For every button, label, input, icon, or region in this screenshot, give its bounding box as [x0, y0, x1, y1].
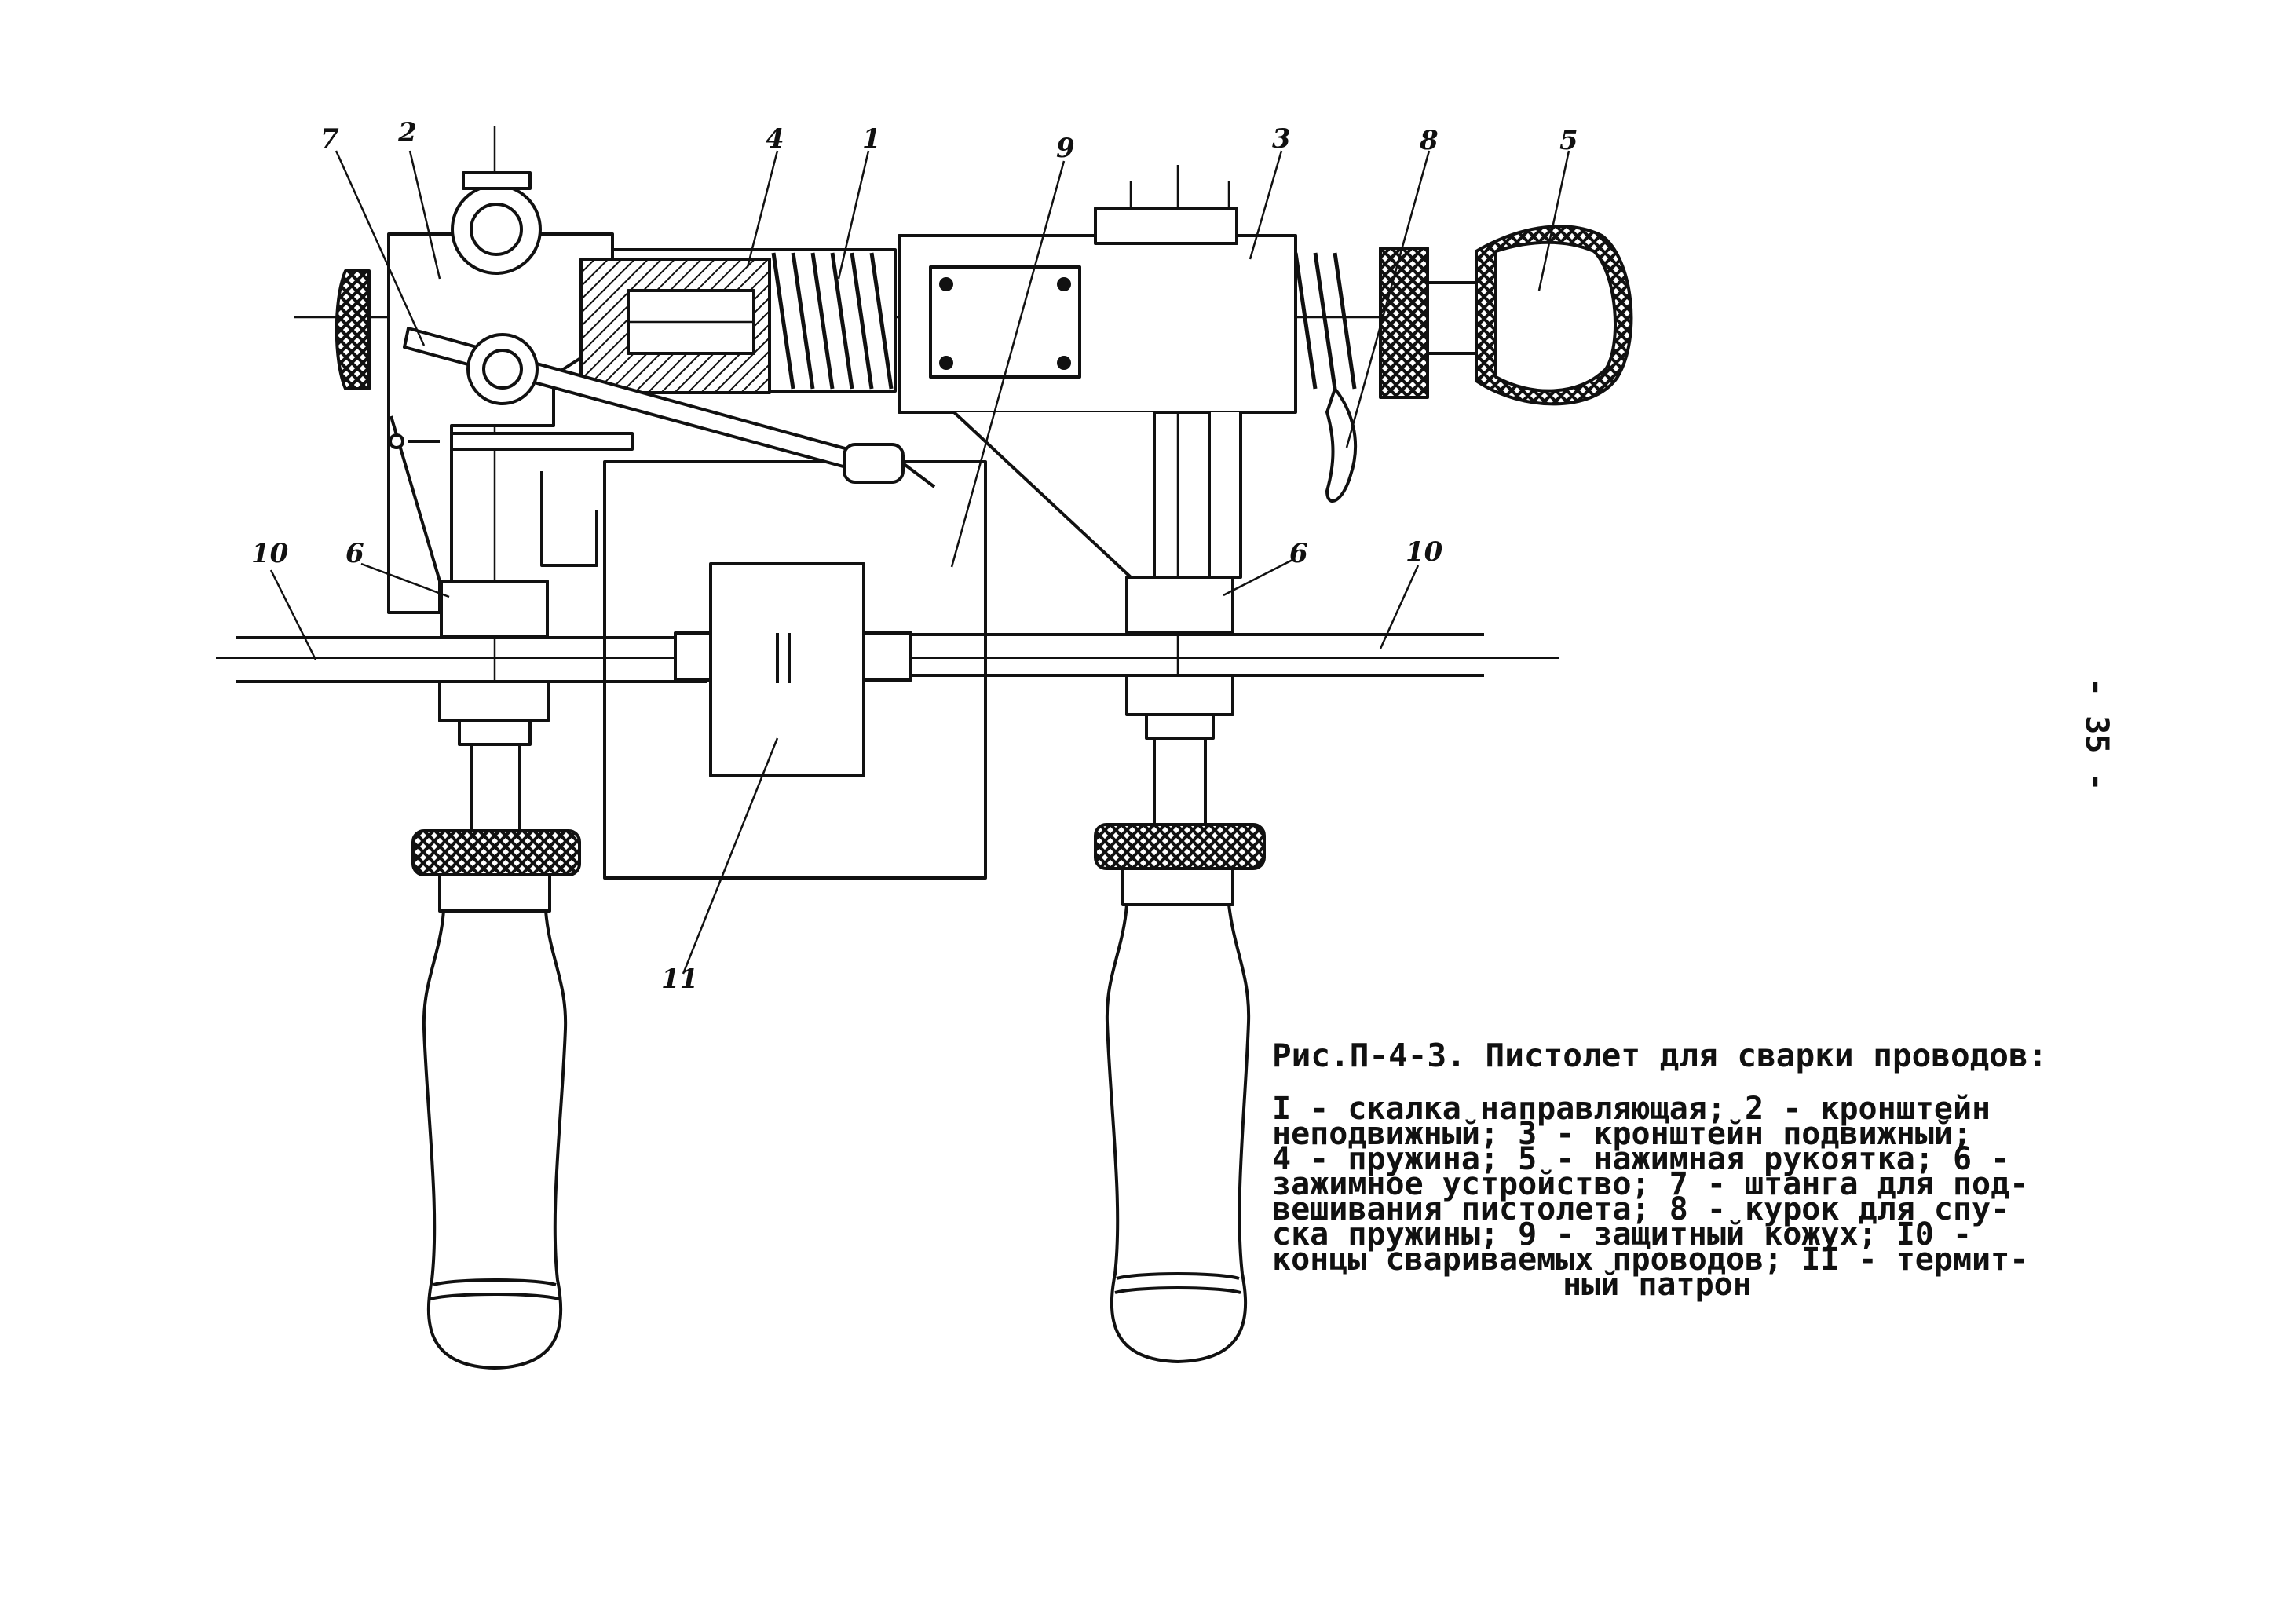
trigger — [1325, 247, 1429, 503]
caption-line: вешивания пистолета; 8 - курок для спу- — [1272, 1191, 2010, 1227]
callout-2: 2 — [397, 117, 417, 148]
leader-lines — [269, 150, 1570, 975]
left-clamp-and-handle — [411, 580, 581, 1370]
callout-10-left: 10 — [251, 538, 289, 569]
caption-line: зажимное устройство; 7 - штанга для под- — [1272, 1166, 2029, 1202]
callout-7: 7 — [320, 123, 339, 155]
pressing-knob — [1426, 225, 1633, 406]
right-clamp-and-handle — [1094, 576, 1266, 1363]
spring — [771, 252, 1357, 390]
left-end-cap — [335, 269, 371, 390]
callout-8: 8 — [1419, 125, 1439, 156]
callout-4: 4 — [766, 123, 784, 155]
caption-line: неподвижный; 3 - кронштейн подвижный; — [1272, 1116, 1972, 1152]
caption-line: I - скалка направляющая; 2 - кронштейн — [1272, 1091, 1991, 1127]
callout-10-right: 10 — [1406, 536, 1443, 568]
page-number: - 35 - — [2078, 678, 2115, 792]
caption-line: 4 - пружина; 5 - нажимная рукоятка; 6 - — [1272, 1141, 2010, 1177]
callout-1: 1 — [862, 123, 881, 155]
callout-5: 5 — [1559, 125, 1578, 156]
caption-line: ный патрон — [1563, 1267, 1752, 1303]
suspension-rod — [403, 327, 936, 488]
guide-rod — [579, 248, 897, 394]
caption-line: ска пружины; 9 - защитный кожух; I0 - — [1272, 1216, 1972, 1253]
callout-9: 9 — [1056, 133, 1075, 164]
conductor-left — [236, 636, 707, 683]
detail-linkage — [389, 432, 634, 451]
callout-11: 11 — [661, 964, 698, 995]
callout-6-right: 6 — [1289, 538, 1308, 569]
thermite-cartridge — [709, 562, 865, 777]
movable-bracket — [898, 207, 1297, 579]
figure-caption: Рис.П-4-3. Пистолет для сварки проводов:… — [1272, 1037, 2057, 1303]
caption-title: Рис.П-4-3. Пистолет для сварки проводов: — [1272, 1037, 2048, 1074]
callout-3: 3 — [1272, 123, 1291, 155]
callout-6-left: 6 — [345, 538, 364, 569]
callout-labels: 7 2 4 1 9 3 8 5 10 6 6 10 11 — [251, 117, 1578, 995]
caption-line: концы свариваемых проводов; II - термит- — [1272, 1242, 2029, 1278]
